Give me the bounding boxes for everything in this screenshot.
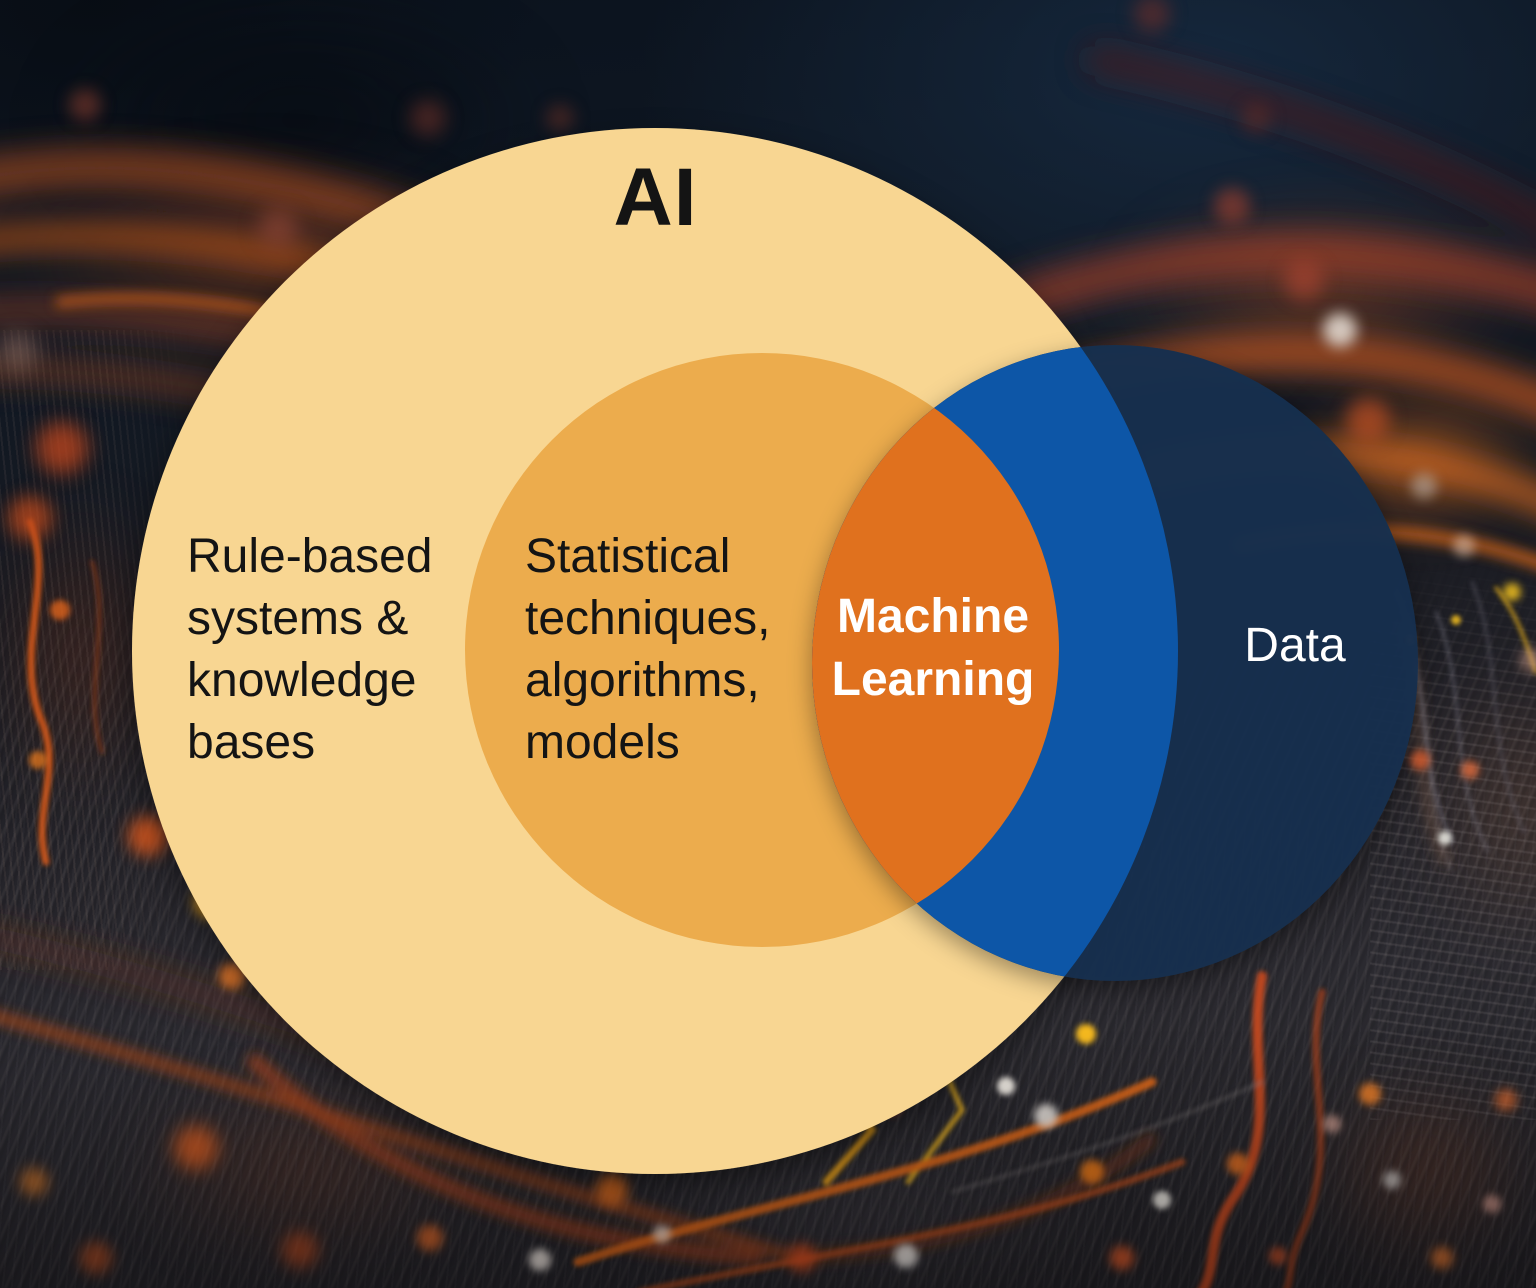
- label-line: knowledge: [187, 654, 417, 707]
- label-line: Machine: [836, 590, 1030, 643]
- label-line: Learning: [831, 653, 1035, 706]
- label-line: techniques,: [525, 592, 771, 645]
- label-line: models: [525, 716, 680, 769]
- statistical-label: Statistical techniques, algorithms, mode…: [525, 526, 771, 774]
- data-set-label: Data: [1244, 619, 1346, 672]
- ml-intersection: [812, 353, 1059, 947]
- machine-learning-label: Machine Learning: [795, 585, 1071, 711]
- rule-based-label: Rule-based systems & knowledge bases: [187, 526, 432, 774]
- label-line: bases: [187, 716, 316, 769]
- label-line: Rule-based: [187, 530, 433, 583]
- label-line: Statistical: [525, 530, 731, 583]
- label-line: algorithms,: [525, 654, 760, 707]
- ai-set-label: AI: [613, 152, 698, 243]
- label-line: systems &: [187, 592, 409, 645]
